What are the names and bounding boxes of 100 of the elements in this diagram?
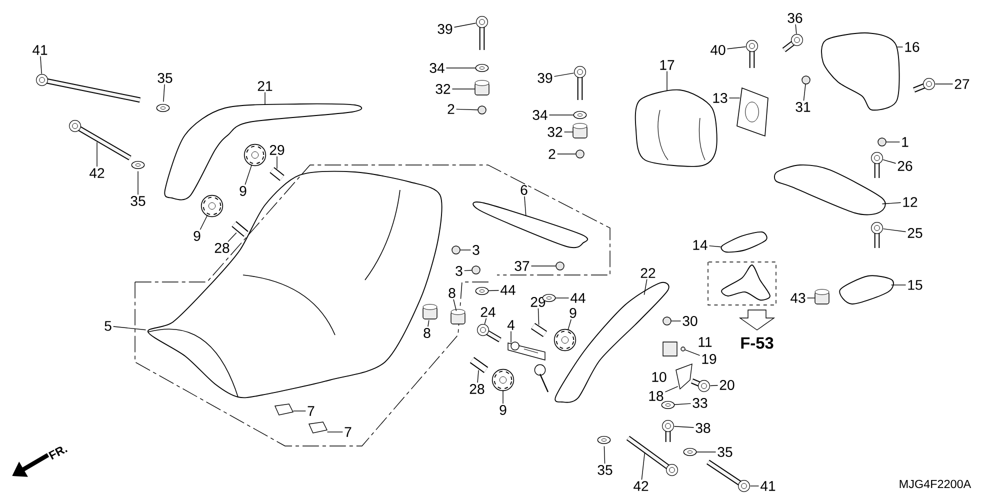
knob: [492, 368, 514, 392]
knob: [244, 144, 266, 166]
callout-number: 9: [570, 308, 576, 318]
callout-number: 34: [430, 63, 444, 73]
callout-number: 3: [472, 245, 480, 255]
callout-number: 7: [344, 427, 352, 437]
callout-number: 25: [908, 228, 922, 238]
rubber-mount: [662, 316, 672, 326]
direction-label: FR.: [48, 446, 68, 460]
callout-number: 36: [788, 13, 802, 23]
leader-line: [163, 84, 165, 102]
backrest-frame: [821, 32, 900, 111]
bolt: [477, 324, 502, 342]
grab-rail: [554, 282, 670, 403]
callout-number: 22: [640, 268, 656, 278]
leader-line: [456, 108, 478, 110]
washer: [156, 104, 170, 112]
callout-number: 42: [90, 168, 104, 178]
callout-number: 19: [702, 354, 716, 364]
leader-line: [710, 385, 718, 386]
callout-number: 9: [500, 405, 506, 415]
leader-line: [882, 228, 906, 232]
callout-number: 28: [470, 384, 484, 394]
callout-number: 24: [480, 307, 496, 317]
leader-line: [228, 232, 237, 242]
bolt: [871, 222, 883, 248]
leader-line: [488, 290, 500, 292]
callout-number: 3: [456, 266, 462, 276]
callout-number: 42: [634, 481, 648, 491]
bolt: [871, 152, 883, 178]
rubber-mount: [572, 123, 588, 138]
callout-number: 37: [514, 261, 530, 271]
callout-number: 35: [130, 196, 146, 206]
pad: [274, 404, 294, 416]
leader-line: [795, 24, 797, 34]
callout-number: 44: [570, 293, 586, 303]
callout-number: 2: [548, 149, 556, 159]
callout-number: 13: [713, 93, 728, 103]
collar: [470, 357, 488, 373]
callout-number: 31: [796, 102, 810, 112]
callout-number: 35: [598, 465, 612, 475]
washer: [475, 64, 489, 72]
washer: [573, 110, 587, 120]
callout-number: 5: [104, 321, 112, 331]
callout-number: 34: [532, 110, 548, 120]
grab-rail: [164, 103, 362, 200]
leader-line: [453, 299, 457, 312]
callout-number: 2: [448, 104, 454, 114]
cap: [878, 138, 886, 146]
callout-number: 40: [710, 45, 726, 55]
leader-line: [684, 349, 700, 356]
callout-number: 4: [507, 320, 514, 330]
callout-number: 17: [660, 60, 674, 70]
collar: [576, 150, 584, 158]
leader-line: [452, 88, 476, 90]
leader-line: [200, 214, 208, 230]
nut: [452, 246, 460, 254]
pad: [308, 422, 328, 434]
collar: [530, 322, 548, 338]
bolt: [746, 40, 758, 68]
leader-line: [548, 114, 574, 116]
leader-line: [664, 386, 678, 392]
leader-line: [96, 142, 98, 168]
leader-line: [454, 22, 476, 28]
callout-number: 35: [158, 73, 172, 83]
leader-line: [674, 403, 692, 405]
washer: [131, 160, 145, 170]
bolt: [574, 66, 586, 100]
callout-number: 18: [649, 391, 664, 401]
rubber-mount: [474, 80, 490, 96]
callout-number: 39: [538, 73, 552, 83]
lock: [508, 342, 546, 360]
leader-line: [670, 320, 682, 322]
leader-line: [524, 196, 526, 216]
leader-line: [40, 56, 42, 74]
collar: [478, 106, 486, 114]
callout-number: 20: [720, 380, 734, 390]
collar: [270, 167, 284, 181]
leader-line: [477, 370, 479, 383]
washer: [597, 436, 611, 444]
callout-number: 29: [270, 145, 284, 155]
bolt: [556, 262, 564, 270]
collar: [232, 221, 248, 237]
callout-number: 14: [693, 240, 708, 250]
leader-line: [644, 278, 648, 296]
callout-number: 35: [718, 447, 732, 457]
clip: [802, 76, 810, 84]
leader-line: [666, 70, 668, 92]
nut: [472, 266, 480, 274]
leader-line: [484, 318, 487, 324]
callout-number: 9: [194, 231, 200, 241]
bracket: [720, 231, 768, 253]
callout-number: 33: [692, 398, 708, 408]
callout-number: 28: [214, 243, 230, 253]
washer: [661, 400, 675, 410]
leader-line: [538, 308, 540, 326]
bolt: [706, 460, 750, 492]
o-ring: [680, 346, 686, 352]
grommet: [814, 289, 830, 304]
callout-number: 41: [32, 45, 48, 55]
